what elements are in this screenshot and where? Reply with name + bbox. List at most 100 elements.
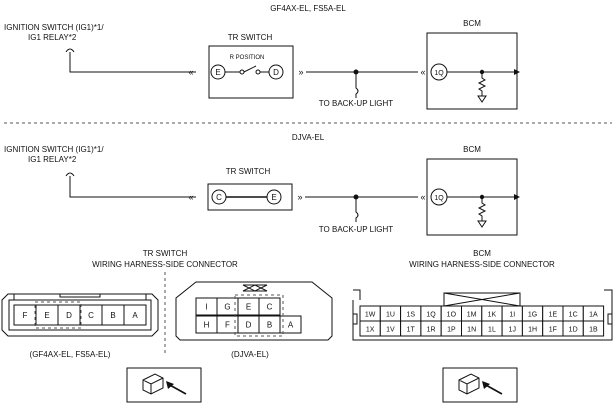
source-wire-1 [65,48,196,73]
source-wire-2 [65,172,196,198]
bcm-pin-1Q: 1Q [426,312,436,319]
chevron-right-icon: » [298,67,303,77]
chevron-left-icon: « [420,67,425,77]
chevron-left-icon: « [188,67,193,77]
tr-b-pin-A: A [288,321,294,330]
pin-1q-2-label: 1Q [434,195,444,202]
tr-b-pin-D: D [246,321,252,330]
tr-switch-title-1: TR SWITCH [228,33,273,42]
tr-switch-title-2: TR SWITCH [226,167,271,176]
backup-label-1: TO BACK-UP LIGHT [319,99,394,108]
bcm-title-2: BCM [463,145,481,154]
bcm-pin-1C: 1C [569,312,578,319]
bcm-pin-1M: 1M [467,312,477,319]
tr-conn-title-1: TR SWITCH [143,249,188,258]
variant-label-2: DJVA-EL [292,133,325,142]
tr-b-pin-I: I [205,303,207,312]
tr-b-pin-E: E [246,303,251,312]
bcm-pin-1N: 1N [467,327,476,334]
tr-connector-b-caption: (DJVA-EL) [231,350,269,359]
bcm-connector-housing [352,300,613,341]
bcm-pin-1D: 1D [569,327,578,334]
bcm-pin-1G: 1G [528,312,537,319]
pin-e-1-label: E [215,68,220,77]
tr-a-pin-C: C [88,311,94,320]
bcm-connector-pins: 1W 1U 1S 1Q 1O 1M 1K 1I 1G 1E 1C 1A 1X 1V 1T 1R 1P 1N 1L 1J… [359,305,605,337]
plug-icon [142,373,164,395]
source-label-1b: IG1 RELAY*2 [28,33,77,42]
bcm-pin-1B-cell [582,320,605,337]
bcm-pin-1K: 1K [488,312,497,319]
bcm-pin-1R: 1R [427,327,436,334]
tr-b-pin-F: F [225,321,230,330]
bcm-pin-1U: 1U [386,312,395,319]
source-label-1a: IGNITION SWITCH (IG1)*1/ [4,23,104,32]
connector-view-icon-left [126,367,202,403]
bcm-pin-1S: 1S [406,312,415,319]
bcm-pin-1I: 1I [509,312,515,319]
plug-icon [458,373,480,395]
bcm-pin-1W: 1W [365,312,376,319]
ground-icon [477,95,487,103]
bcm-pin-1O: 1O [447,312,457,319]
pin-c-2-label: C [216,193,222,202]
tr-conn-title-2: WIRING HARNESS-SIDE CONNECTOR [92,260,238,269]
bcm-pin-1X: 1X [366,327,375,334]
backup-label-2: TO BACK-UP LIGHT [319,225,394,234]
arrow-right-icon [514,194,520,200]
bcm-pin-1T: 1T [407,327,416,334]
tr-b-pin-C-cell [258,297,281,316]
resistor-icon [477,197,487,221]
bcm-pin-1B: 1B [589,327,598,334]
pin-e-2-label: E [271,193,276,202]
tr-a-pin-A: A [132,311,138,320]
bcm-pin-1P: 1P [447,327,456,334]
source-label-2a: IGNITION SWITCH (IG1)*1/ [4,145,104,154]
bcm-pin-1L: 1L [488,327,496,334]
connector-view-icon-right [442,367,518,403]
backup-branch-2 [355,197,359,222]
resistor-icon [477,72,487,96]
tr-a-pin-F: F [23,311,28,320]
bcm-pin-1J: 1J [509,327,516,334]
tr-b-pin-C: C [267,303,273,312]
tr-a-pin-B: B [110,311,115,320]
pin-d-1-label: D [273,68,279,77]
tr-b-pin-A-cell [279,315,302,334]
bcm-title-1: BCM [463,19,481,28]
tr-a-pin-D: D [66,311,72,320]
chevron-left-icon: « [188,192,193,202]
tr-connector-a-housing [1,293,159,337]
bcm-pin-1V: 1V [386,327,395,334]
tr-b-pin-H: H [204,321,210,330]
chevron-left-icon: « [420,192,425,202]
tr-b-pin-B: B [267,321,272,330]
tr-connector-a-caption: (GF4AX-EL, FS5A-EL) [30,350,111,359]
tr-b-highlight [234,294,284,337]
pin-1q-1-label: 1Q [434,70,444,77]
bcm-pin-1E: 1E [549,312,558,319]
r-position-label: R POSITION [230,55,265,61]
bcm-conn-title-2: WIRING HARNESS-SIDE CONNECTOR [409,260,555,269]
tr-a-pin-A-cell [123,304,147,326]
arrow-icon [482,381,490,389]
switch-contact-icon [239,69,245,75]
bcm-pin-1H: 1H [528,327,537,334]
bcm-pin-1A: 1A [589,312,598,319]
arrow-right-icon [514,69,520,75]
tr-b-pin-G: G [224,303,230,312]
switch-blade-icon [243,65,257,73]
source-label-2b: IG1 RELAY*2 [28,155,77,164]
latch-icon [242,284,268,292]
tr-connector-b-housing [175,281,333,341]
bcm-conn-title-1: BCM [473,249,491,258]
variant-label-1: GF4AX-EL, FS5A-EL [270,4,346,13]
tr-connector-b-pins: I G E C H F D B A [195,294,302,337]
arrow-icon [166,381,174,389]
bcm-pin-1F: 1F [549,327,557,334]
backup-branch-1 [355,72,359,98]
ground-icon [477,220,487,228]
